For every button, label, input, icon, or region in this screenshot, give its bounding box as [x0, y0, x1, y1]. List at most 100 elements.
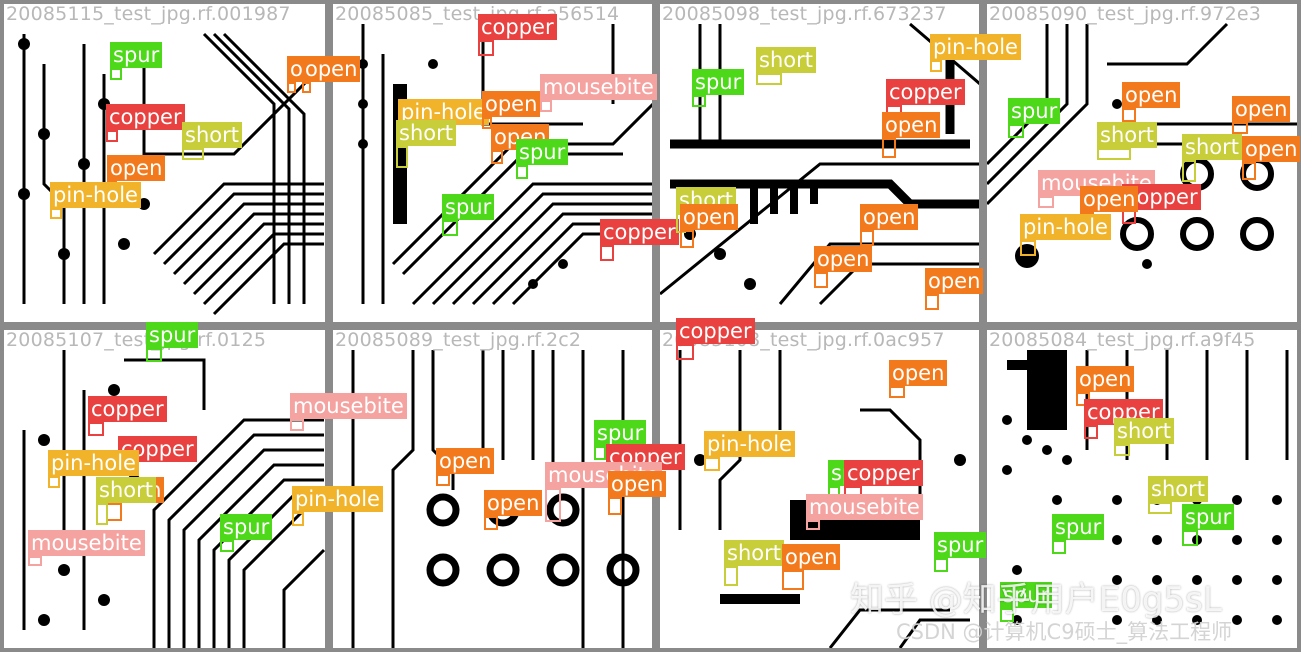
detection-open: open [302, 56, 361, 93]
bounding-box [292, 512, 304, 526]
detection-mousebite: mousebite [290, 393, 407, 431]
detection-spur: spur [692, 69, 745, 107]
detection-label: open [814, 246, 873, 272]
bounding-box [600, 245, 614, 261]
detection-short: short [1097, 122, 1157, 160]
detection-spur: spur [442, 194, 495, 236]
detection-label: spur [220, 514, 273, 540]
detection-label: mousebite [290, 393, 407, 419]
detection-open: open [608, 471, 667, 515]
detection-label: spur [146, 322, 199, 348]
detection-copper: copper [600, 219, 679, 261]
pcb-traces [22, 350, 325, 648]
bounding-box [782, 570, 804, 590]
detection-label: short [96, 477, 156, 503]
detection-pin-hole: pin-hole [704, 431, 795, 471]
detection-short: short [756, 47, 816, 85]
detection-label: copper [844, 460, 923, 486]
detection-label: spur [934, 532, 987, 558]
bounding-box [396, 146, 408, 168]
bounding-box [1122, 210, 1136, 224]
detection-mousebite: mousebite [545, 462, 662, 522]
bounding-box [1052, 540, 1066, 554]
bounding-box [1020, 240, 1036, 256]
watermark-csdn: CSDN @计算机C9硕士_算法工程师 [896, 620, 1233, 644]
detection-spur: spur [594, 420, 647, 460]
bounding-box [220, 540, 234, 552]
detection-pin-hole: pin-hole [48, 450, 139, 488]
bounding-box [806, 520, 820, 530]
watermark-zhihu: 知乎 @知乎用户E0g5sL [850, 580, 1222, 620]
detection-spur: spur [1182, 504, 1235, 546]
detection-pin-hole: pin-hole [930, 34, 1021, 72]
bounding-box [182, 148, 204, 160]
pcb-traces [1002, 350, 1289, 625]
detection-label: mousebite [540, 74, 657, 100]
detection-label: copper [886, 79, 965, 105]
detection-label: pin-hole [930, 34, 1021, 60]
detection-pin-hole: pin-hole [1020, 214, 1111, 256]
detection-short: short [182, 122, 242, 160]
detection-spur: spur [934, 532, 987, 572]
bounding-box [889, 386, 905, 398]
bounding-box [106, 130, 118, 142]
detection-short: short [1148, 476, 1208, 514]
bounding-box [110, 68, 122, 80]
detection-open: open [1122, 82, 1181, 122]
detection-pin-hole: pin-hole [292, 486, 383, 526]
detection-label: pin-hole [50, 182, 141, 208]
detection-label: short [182, 122, 242, 148]
bounding-box [478, 40, 494, 56]
bounding-box [48, 476, 60, 488]
detection-open: open [882, 112, 941, 158]
bounding-box [545, 488, 561, 522]
detection-short: short [1114, 418, 1174, 456]
detection-copper: copper [118, 436, 197, 476]
detection-spur: spur [146, 322, 199, 362]
tile-filename: 20085084_test_jpg.rf.a9f45 [989, 329, 1256, 351]
detection-label: open [925, 268, 984, 294]
bounding-box [491, 150, 503, 164]
detection-open: open [491, 124, 550, 164]
detection-label: pin-hole [1020, 214, 1111, 240]
detection-label: open [482, 91, 541, 117]
detection-label: pin-hole [48, 450, 139, 476]
bounding-box [676, 344, 694, 360]
detection-label: mousebite [28, 530, 145, 556]
detection-label: spur [516, 139, 569, 165]
bounding-box [1122, 108, 1136, 122]
detection-open: open [814, 246, 873, 288]
detection-copper: copper [676, 318, 755, 360]
bounding-box [96, 503, 108, 525]
tile-5: 20085107_test_jpg.rf.0125 [0, 326, 329, 652]
tile-7: 20085108_test_jpg.rf.0ac957 [656, 326, 983, 652]
detection-mousebite: mousebite [540, 74, 657, 112]
detection-label: open [889, 360, 948, 386]
detection-label: open [107, 155, 166, 181]
detection-label: copper [600, 219, 679, 245]
detection-label: open [860, 204, 919, 230]
detection-open: open [925, 268, 984, 310]
bounding-box [934, 558, 948, 572]
detection-short: short [1182, 134, 1242, 182]
bounding-box [482, 117, 492, 129]
detection-label: spur [1052, 514, 1105, 540]
tile-filename: 20085089_test_jpg.rf.2c2 [335, 329, 582, 351]
bounding-box [28, 556, 42, 566]
bounding-box [88, 422, 104, 436]
detection-label: short [1097, 122, 1157, 148]
detection-label: open [1076, 366, 1135, 392]
detection-label: copper [106, 104, 185, 130]
detection-label: open [1232, 96, 1291, 122]
detection-label: open [882, 112, 941, 138]
bounding-box [1084, 425, 1098, 439]
detection-copper: copper [1084, 399, 1163, 439]
detection-label: pin-hole [292, 486, 383, 512]
bounding-box [516, 165, 528, 179]
detection-copper: copper [106, 104, 185, 142]
detection-open: open [1242, 136, 1301, 180]
detection-open: open [1076, 366, 1135, 406]
detection-open: open [482, 91, 541, 129]
detection-mousebite: mousebite [28, 530, 145, 566]
detection-open: open [782, 544, 841, 590]
